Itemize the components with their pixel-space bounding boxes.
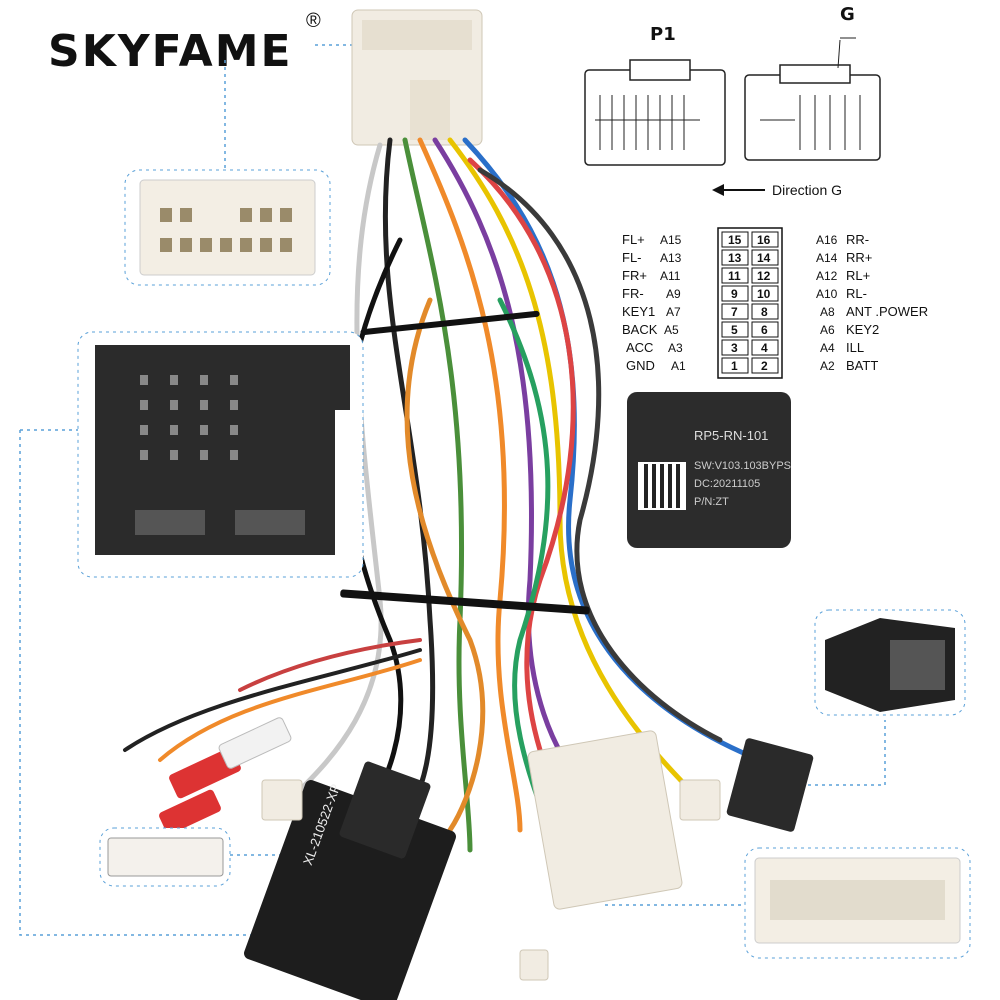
pin-number: 15 bbox=[728, 233, 742, 247]
pin-code: A1 bbox=[671, 359, 686, 373]
g-connector-drawing bbox=[744, 37, 881, 161]
pin-number: 6 bbox=[761, 323, 768, 337]
pin-code: A13 bbox=[660, 251, 682, 265]
pin-code: A9 bbox=[666, 287, 681, 301]
pin-name: ANT .POWER bbox=[846, 304, 929, 319]
pin-name: ILL bbox=[846, 340, 865, 355]
rca-wires bbox=[123, 638, 422, 762]
detail-white-connector-wide bbox=[744, 847, 971, 959]
pin-name: FL- bbox=[622, 250, 642, 265]
pin-number: 16 bbox=[757, 233, 771, 247]
pin-code: A7 bbox=[666, 305, 681, 319]
pin-number: 5 bbox=[731, 323, 738, 337]
pin-number: 7 bbox=[731, 305, 738, 319]
pin-name: FL+ bbox=[622, 232, 645, 247]
rca-plugs bbox=[159, 717, 292, 835]
module-pn: P/N:ZT bbox=[694, 496, 729, 508]
detail-white-connector-small bbox=[99, 827, 231, 887]
harness-box bbox=[244, 761, 456, 1000]
pin-name: BACK bbox=[622, 322, 658, 337]
pin-number: 2 bbox=[761, 359, 768, 373]
pin-code: A8 bbox=[820, 305, 835, 319]
pin-name: RL+ bbox=[846, 268, 871, 283]
pin-code: A16 bbox=[816, 233, 838, 247]
pin-name: KEY1 bbox=[622, 304, 656, 319]
registered-mark: ® bbox=[306, 10, 321, 32]
pin-code: A10 bbox=[816, 287, 838, 301]
detail-white-connector-top bbox=[124, 169, 331, 286]
detail-black-connector bbox=[77, 331, 364, 578]
p1-connector-drawing bbox=[584, 59, 726, 166]
p1-label: P1 bbox=[650, 24, 676, 45]
pin-number: 8 bbox=[761, 305, 768, 319]
pin-code: A12 bbox=[816, 269, 838, 283]
pin-name: FR+ bbox=[622, 268, 647, 283]
pin-number: 12 bbox=[757, 269, 771, 283]
pin-name: RR- bbox=[846, 232, 870, 247]
brand-logo: SKYFAME bbox=[48, 26, 293, 77]
pin-number: 14 bbox=[757, 251, 771, 265]
pin-name: BATT bbox=[846, 358, 879, 373]
pin-code: A11 bbox=[660, 269, 681, 283]
pin-code: A3 bbox=[668, 341, 683, 355]
pin-name: KEY2 bbox=[846, 322, 880, 337]
pin-code: A5 bbox=[664, 323, 679, 337]
bottom-connectors bbox=[261, 730, 814, 981]
pin-number: 13 bbox=[728, 251, 742, 265]
pin-number: 3 bbox=[731, 341, 738, 355]
pin-number: 10 bbox=[757, 287, 771, 301]
pin-name: RL- bbox=[846, 286, 867, 301]
pin-number: 9 bbox=[731, 287, 738, 301]
pin-name: GND bbox=[626, 358, 655, 373]
pinout-grid bbox=[717, 227, 783, 379]
direction-label: Direction G bbox=[772, 182, 843, 198]
detail-black-connector-small bbox=[814, 609, 966, 716]
pin-code: A2 bbox=[820, 359, 835, 373]
pin-number: 11 bbox=[728, 269, 741, 283]
cable-ties bbox=[340, 310, 590, 615]
pin-number: 1 bbox=[731, 359, 738, 373]
pin-number: 4 bbox=[761, 341, 768, 355]
pin-code: A14 bbox=[816, 251, 838, 265]
direction-arrow bbox=[712, 184, 765, 196]
leader-lines bbox=[19, 44, 886, 936]
pin-name: RR+ bbox=[846, 250, 873, 265]
module-model: RP5-RN-101 bbox=[694, 428, 769, 443]
g-label: G bbox=[840, 4, 855, 25]
top-connector bbox=[351, 9, 483, 146]
pin-name: FR- bbox=[622, 286, 644, 301]
pin-code: A6 bbox=[820, 323, 835, 337]
pin-code: A4 bbox=[820, 341, 835, 355]
module-sw: SW:V103.103BYPS bbox=[694, 460, 792, 472]
pin-name: ACC bbox=[626, 340, 654, 355]
pin-code: A15 bbox=[660, 233, 682, 247]
module-dc: DC:20211105 bbox=[694, 478, 761, 490]
qr-code-icon bbox=[638, 462, 686, 510]
